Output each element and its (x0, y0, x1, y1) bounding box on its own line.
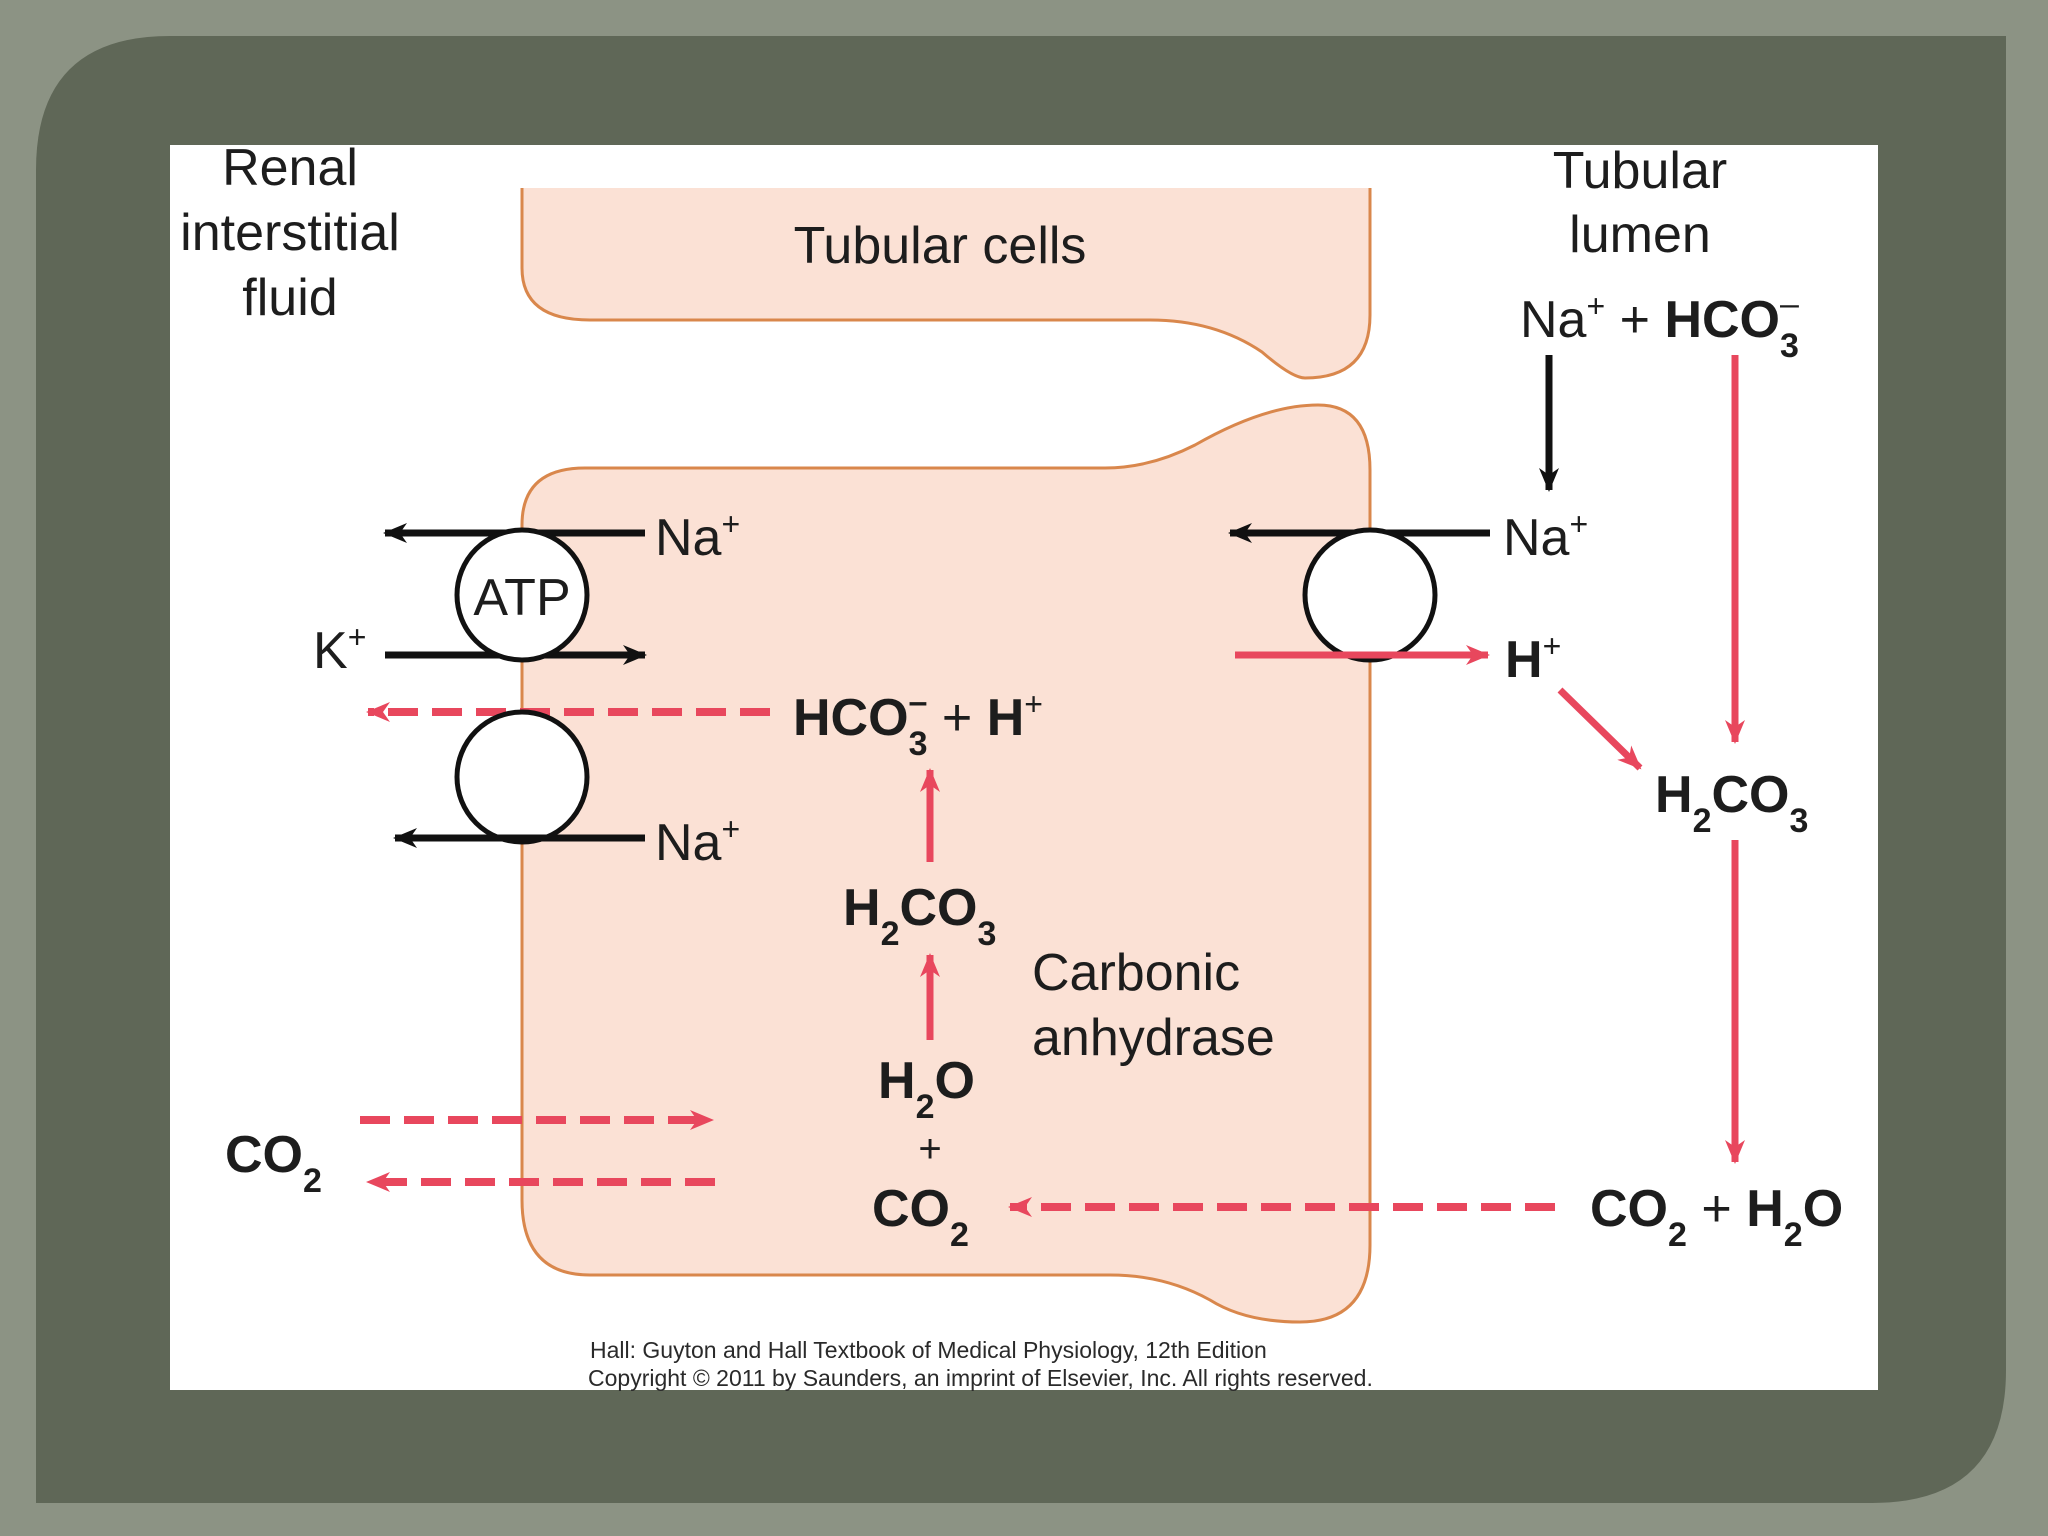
cell-hco3-h: HCO3– + H+ (793, 683, 1043, 763)
cell-h2o: H2O (878, 1052, 975, 1126)
tubular-cells-label: Tubular cells (794, 217, 1087, 275)
interstitial-label-1: Renal (222, 139, 358, 197)
na-hco3-cotransporter (454, 709, 590, 845)
lumen-label-1: Tubular (1553, 142, 1727, 200)
lumen-h: H+ (1505, 628, 1561, 689)
enzyme-label-2: anhydrase (1032, 1009, 1275, 1067)
na-k-atpase (454, 527, 590, 663)
interstitial-co2: CO2 (225, 1126, 322, 1200)
lumen-na: Na+ (1503, 506, 1588, 567)
cotransport-na: Na+ (655, 811, 740, 872)
lumen-h2co3: H2CO3 (1655, 766, 1808, 840)
atp-label: ATP (473, 569, 570, 627)
lumen-na-hco3: Na+ + HCO3– (1520, 285, 1799, 365)
cell-plus: + (918, 1127, 941, 1171)
enzyme-label-1: Carbonic (1032, 944, 1240, 1002)
interstitial-label-2: interstitial (180, 204, 400, 262)
cell-co2: CO2 (872, 1180, 969, 1254)
interstitial-label-3: fluid (242, 269, 337, 327)
atpase-na: Na+ (655, 506, 740, 567)
atpase-k: K+ (313, 619, 366, 680)
h-to-h2co3-arrow (1557, 687, 1643, 771)
na-h-exchanger (1302, 527, 1438, 663)
upper-tubular-cell (520, 188, 1372, 380)
lumen-co2-h2o: CO2 + H2O (1590, 1180, 1843, 1254)
cell-h2co3: H2CO3 (843, 879, 996, 953)
lumen-label-2: lumen (1569, 206, 1711, 264)
caption-line-1: Hall: Guyton and Hall Textbook of Medica… (590, 1337, 1267, 1363)
lower-tubular-cell (520, 403, 1372, 1324)
caption-line-2: Copyright © 2011 by Saunders, an imprint… (588, 1365, 1373, 1391)
